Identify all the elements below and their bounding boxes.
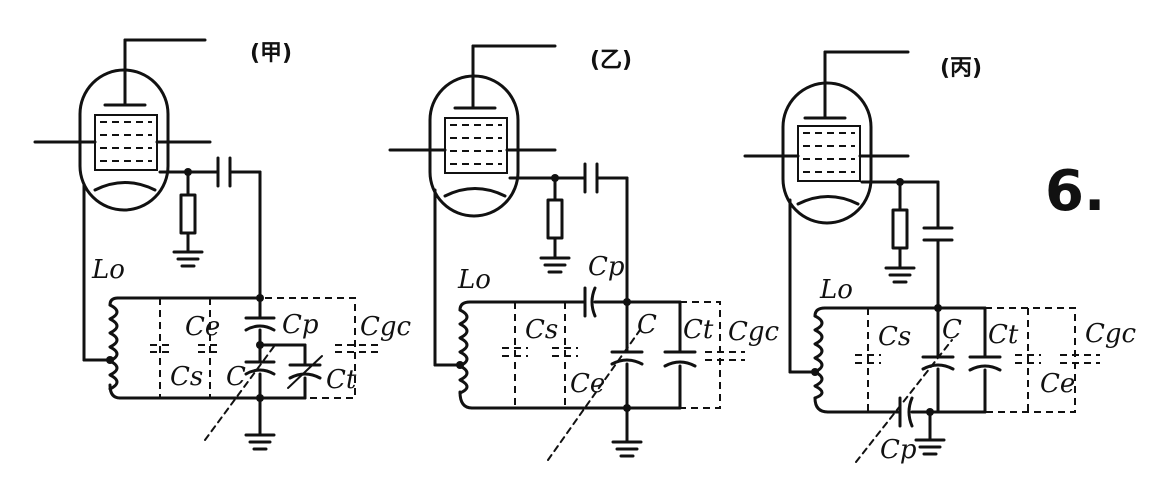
capacitor-ct-2b xyxy=(663,360,697,368)
resistor-2 xyxy=(546,198,564,240)
vacuum-tube-2 xyxy=(388,44,557,218)
label-cp-1: Cp xyxy=(282,310,319,340)
label-cgc-2: Cgc xyxy=(728,317,780,347)
figure-number: 6. xyxy=(1045,159,1105,224)
label-cgc-1: Cgc xyxy=(360,312,412,342)
capacitor-c-1b xyxy=(244,368,276,376)
capacitor-cp-1b xyxy=(244,324,276,332)
panel-title-bing: (丙) xyxy=(940,56,982,81)
label-cp-3: Cp xyxy=(880,435,917,465)
vacuum-tube-3 xyxy=(743,50,910,225)
label-cs-3: Cs xyxy=(878,322,911,352)
stray-capacitors-3 xyxy=(855,308,881,412)
capacitor-cp-2b xyxy=(590,286,597,318)
label-lo-2: Lo xyxy=(457,265,491,295)
capacitor-cp-3b xyxy=(907,396,914,428)
inductor-lo-3 xyxy=(813,314,824,400)
label-cs-1: Cs xyxy=(170,362,203,392)
label-c-3: C xyxy=(942,315,962,345)
label-lo-3: Lo xyxy=(819,275,853,305)
label-ct-3: Ct xyxy=(988,320,1019,350)
capacitor-ct-3b xyxy=(968,364,1002,372)
panel-title-yi: (乙) xyxy=(590,48,632,73)
label-cgc-3: Cgc xyxy=(1085,319,1137,349)
label-ce-1: Ce xyxy=(185,312,220,342)
resistor-3 xyxy=(891,208,909,250)
capacitor-ct-1b xyxy=(288,372,322,380)
vacuum-tube-1 xyxy=(33,38,212,212)
label-ct-1: Ct xyxy=(326,365,357,395)
label-lo-1: Lo xyxy=(91,255,125,285)
label-cs-2: Cs xyxy=(525,315,558,345)
inductor-lo-2 xyxy=(458,308,469,395)
inductor-lo-1 xyxy=(108,303,119,391)
stray-capacitors-1 xyxy=(150,298,222,398)
resistor-1 xyxy=(179,193,197,235)
capacitor-c-3b xyxy=(921,363,955,371)
capacitor-c-2b xyxy=(610,358,644,366)
panel-bing: (丙) xyxy=(743,50,1137,465)
stray-capacitors-2 xyxy=(502,302,578,408)
label-c-1: C xyxy=(226,362,246,392)
panel-yi: (乙) xyxy=(388,44,780,461)
panel-title-jia: (甲) xyxy=(250,41,292,66)
label-c-2: C xyxy=(637,310,657,340)
label-ct-2: Ct xyxy=(683,315,714,345)
label-ce-3: Ce xyxy=(1040,369,1075,399)
panel-jia: (甲) xyxy=(33,38,412,451)
label-ce-2: Ce xyxy=(570,369,605,399)
label-cp-2: Cp xyxy=(588,252,625,282)
